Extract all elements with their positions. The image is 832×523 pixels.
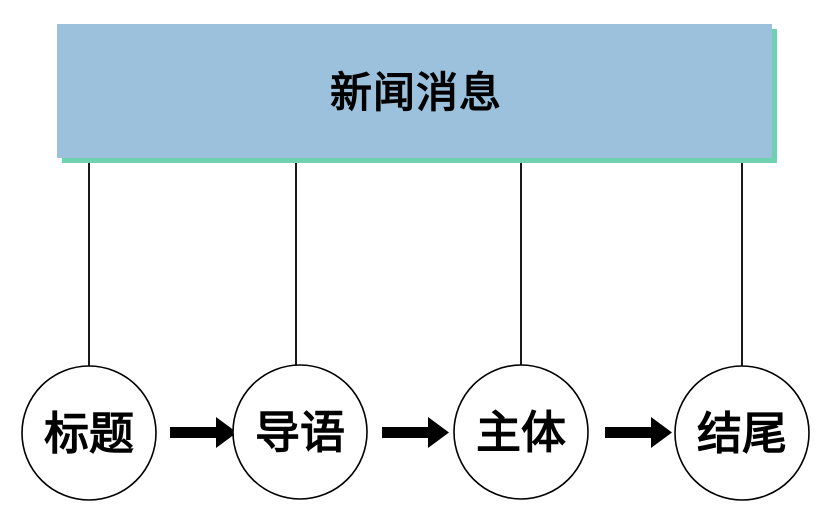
node-circle-2-shape bbox=[232, 364, 368, 500]
node-circle-1[interactable]: 标题 bbox=[21, 365, 157, 501]
node-circle-1-shape bbox=[21, 365, 157, 501]
node-circle-4-label: 结尾 bbox=[697, 407, 787, 460]
node-circle-2-label: 导语 bbox=[255, 406, 345, 459]
title-box-label: 新闻消息 bbox=[330, 68, 502, 117]
node-circle-1-label: 标题 bbox=[44, 407, 134, 460]
node-circle-2[interactable]: 导语 bbox=[232, 364, 368, 500]
title-box[interactable] bbox=[57, 24, 772, 158]
arrow-node3-to-node4 bbox=[605, 417, 672, 448]
arrow-node1-to-node2 bbox=[170, 417, 237, 448]
node-circle-3-label: 主体 bbox=[476, 406, 566, 459]
arrow-node2-to-node3 bbox=[382, 417, 449, 448]
node-circle-3-shape bbox=[453, 364, 589, 500]
node-circle-4[interactable]: 结尾 bbox=[674, 365, 810, 501]
node-circle-3[interactable]: 主体 bbox=[453, 364, 589, 500]
node-circle-4-shape bbox=[674, 365, 810, 501]
